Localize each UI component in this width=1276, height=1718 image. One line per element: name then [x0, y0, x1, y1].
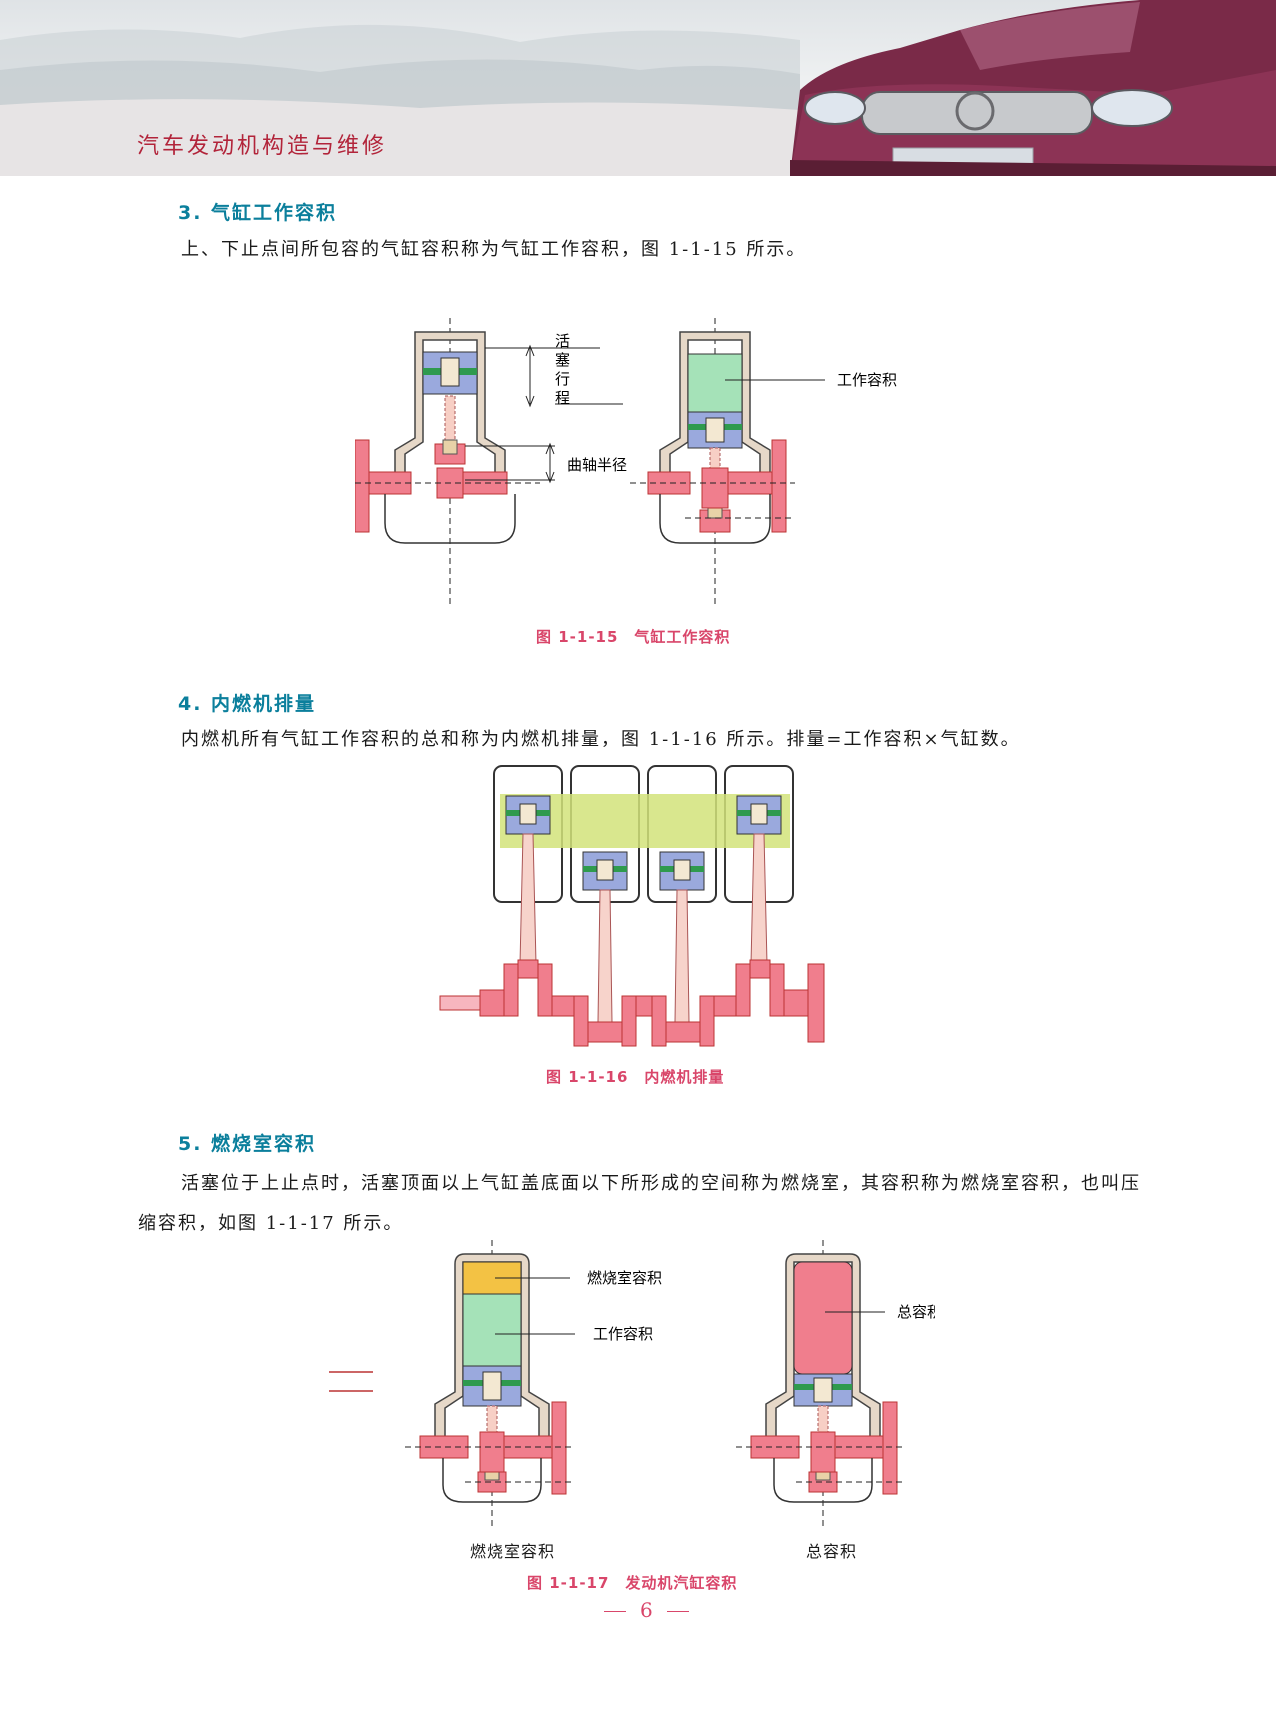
- paragraph-combustion-chamber: 活塞位于上止点时，活塞顶面以上气缸盖底面以下所形成的空间称为燃烧室，其容积称为燃…: [138, 1173, 1141, 1234]
- engine-diagram-combustion: [405, 1240, 575, 1530]
- header-landscape-illustration: [0, 0, 1276, 176]
- page-header: 汽车发动机构造与维修: [0, 0, 1276, 176]
- label-stroke-char-1: 活: [555, 332, 570, 350]
- label-stroke-char-3: 行: [555, 370, 570, 388]
- engine-diagram-bdc: [630, 318, 795, 608]
- ruler-marks: [329, 1371, 373, 1392]
- sublabel-total-volume: 总容积: [806, 1542, 858, 1561]
- paragraph-working-volume: 上、下止点间所包容的气缸容积称为气缸工作容积，图 1-1-15 所示。: [181, 239, 807, 260]
- label-working-volume-17: 工作容积: [593, 1325, 653, 1343]
- figure-cylinder-working-volume: 活 塞 行 程 曲轴半径 工作容积: [355, 318, 897, 608]
- figure-cylinder-volumes: 燃烧室容积 工作容积 总容积: [329, 1240, 935, 1530]
- label-stroke-char-2: 塞: [555, 351, 570, 369]
- label-total-volume: 总容积: [897, 1303, 935, 1321]
- figure-caption-17: 图 1-1-17 发动机汽缸容积: [527, 1574, 738, 1592]
- label-crank-radius: 曲轴半径: [567, 456, 627, 474]
- figure-caption-15: 图 1-1-15 气缸工作容积: [536, 628, 731, 646]
- engine-diagram-tdc: [355, 318, 540, 608]
- section-title-combustion-chamber: 5. 燃烧室容积: [178, 1133, 317, 1155]
- car-illustration: [790, 0, 1276, 176]
- four-cylinder-block: [493, 765, 794, 1023]
- paragraph-displacement: 内燃机所有气缸工作容积的总和称为内燃机排量，图 1-1-16 所示。排量=工作容…: [181, 729, 1021, 750]
- page-number: 6: [590, 1598, 703, 1622]
- sublabel-combustion-chamber: 燃烧室容积: [470, 1542, 556, 1561]
- label-stroke-char-4: 程: [555, 389, 570, 407]
- label-combustion-chamber-volume: 燃烧室容积: [587, 1269, 662, 1287]
- figure-caption-16: 图 1-1-16 内燃机排量: [546, 1068, 725, 1086]
- label-working-volume: 工作容积: [837, 371, 897, 389]
- label-piston-stroke: 活 塞 行 程: [555, 332, 570, 407]
- dimension-lines: [465, 344, 623, 484]
- book-title: 汽车发动机构造与维修: [137, 134, 388, 159]
- crankshaft: [439, 959, 825, 1047]
- section-title-displacement: 4. 内燃机排量: [178, 693, 317, 715]
- engine-diagram-total: [736, 1240, 905, 1530]
- figure-engine-displacement: [439, 765, 825, 1047]
- section-title-working-volume: 3. 气缸工作容积: [178, 202, 338, 224]
